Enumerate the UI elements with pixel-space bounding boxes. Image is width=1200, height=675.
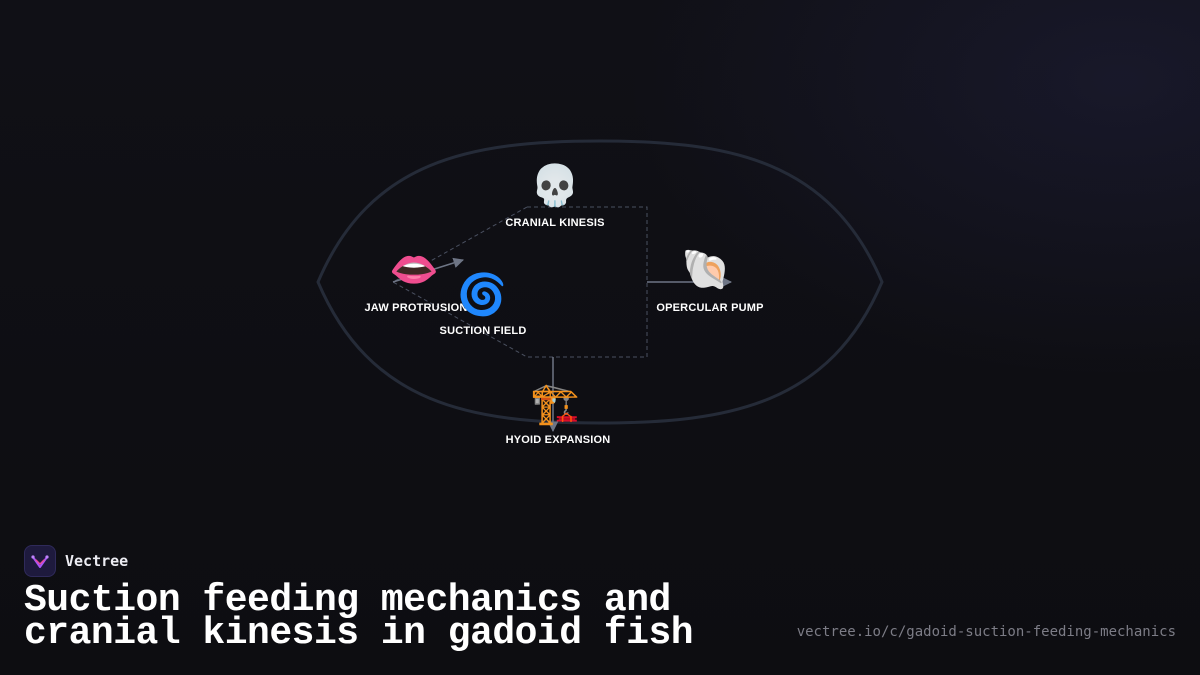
spiral-icon: 🌀 (457, 270, 507, 318)
node-jaw-protrusion: 👄 JAW PROTRUSION (364, 247, 467, 314)
node-opercular-pump: 🐚 OPERCULAR PUMP (656, 247, 763, 314)
brand: Vectree (24, 544, 128, 578)
boundary-ellipse (316, 139, 884, 425)
node-label: OPERCULAR PUMP (656, 302, 763, 314)
page-title: Suction feeding mechanics and cranial ki… (24, 579, 694, 655)
node-cranial-kinesis: 💀 CRANIAL KINESIS (505, 162, 604, 229)
node-label: SUCTION FIELD (440, 325, 527, 337)
node-label: HYOID EXPANSION (506, 434, 611, 446)
source-url[interactable]: vectree.io/c/gadoid-suction-feeding-mech… (796, 624, 1176, 640)
skull-icon: 💀 (530, 162, 580, 209)
crane-icon: 🏗️ (530, 381, 580, 427)
shell-icon: 🐚 (681, 247, 731, 293)
mouth-icon: 👄 (389, 247, 439, 293)
arrow-jaw-to-suction (392, 257, 465, 283)
node-label: CRANIAL KINESIS (505, 217, 604, 229)
vectree-logo-icon (24, 545, 56, 577)
brand-name: Vectree (65, 552, 129, 570)
node-suction-field: 🌀 SUCTION FIELD (440, 270, 527, 337)
dashed-connector-loop (391, 206, 648, 358)
node-hyoid-expansion: 🏗️ HYOID EXPANSION (506, 381, 611, 446)
node-label: JAW PROTRUSION (364, 302, 467, 314)
